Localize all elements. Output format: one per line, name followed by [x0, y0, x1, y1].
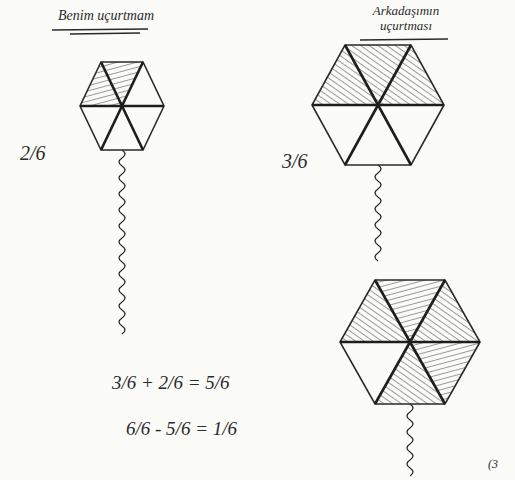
equation: 6/6 - 5/6 = 1/6: [126, 418, 237, 440]
kite-heading: Arkadaşımın uçurtması: [362, 4, 450, 34]
my-kite: [80, 62, 164, 334]
friend-kite: [312, 45, 444, 261]
sum-kite: [340, 280, 480, 476]
kite-heading: Benim uçurtmam: [58, 8, 154, 24]
page-mark: (3: [488, 458, 498, 472]
equation: 3/6 + 2/6 = 5/6: [112, 372, 229, 394]
fraction-label: 3/6: [282, 150, 308, 173]
fraction-label: 2/6: [20, 142, 46, 165]
